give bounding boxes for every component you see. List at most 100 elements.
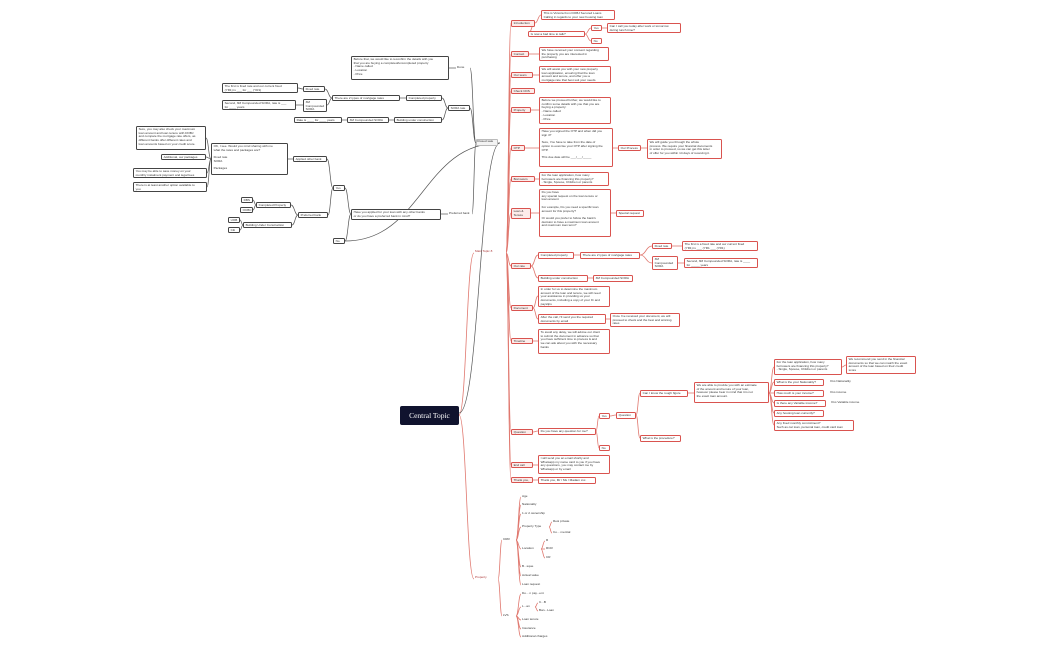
left-applied-other[interactable]: Applied other bank <box>293 156 327 162</box>
question-node[interactable]: Question <box>511 429 533 435</box>
q-recommend: We recommend you send in the financial d… <box>846 356 916 374</box>
q-borrowers: For the loan application, how many borro… <box>774 359 842 375</box>
left-additional: Additional, our packages <box>161 154 206 160</box>
our-rate-node[interactable]: Our rate <box>511 263 531 269</box>
check-cds-node[interactable]: Check CDS <box>511 88 535 94</box>
sora-node[interactable]: 3M Compounded SORA <box>652 256 678 270</box>
timeline-node[interactable]: Timeline <box>511 338 533 344</box>
crr-age: Age <box>522 495 528 498</box>
connector <box>326 97 333 106</box>
crr-node[interactable]: CRR <box>503 538 510 541</box>
left-bank-ocbc: OCBC <box>240 207 253 213</box>
crr-location-2: RCR <box>546 547 553 550</box>
lvs-tenure: Loan tenure <box>522 618 539 621</box>
crr-loan-request: Loan request <box>522 583 541 586</box>
central-topic[interactable]: Central Topic <box>400 406 459 425</box>
question-no[interactable]: No <box>599 445 610 451</box>
left-preferred-question: Have you applied for your loan with any … <box>351 209 441 220</box>
our-team-text: We will assist you with your new propert… <box>539 66 611 83</box>
left-sora-node[interactable]: 3M Compounded SORA <box>303 99 327 112</box>
connector <box>841 364 847 368</box>
left-bank-citi: Citi <box>228 227 240 233</box>
two-rate-types: There are 2 types of mortgage rates <box>580 252 640 259</box>
connector <box>441 97 449 109</box>
intro-no[interactable]: No <box>591 38 602 44</box>
left-yes[interactable]: Yes <box>333 185 345 191</box>
document-once: Once I've received your document, we wil… <box>610 313 680 327</box>
connector <box>540 548 546 559</box>
left-applied-ok: OK, I see. Would you mind sharing with m… <box>211 143 288 175</box>
procedure[interactable]: What is the procedure? <box>640 435 681 442</box>
question-sub[interactable]: Question <box>616 412 636 419</box>
connector <box>505 212 512 254</box>
left-buc-2[interactable]: Building Under Construction <box>243 222 292 228</box>
connector <box>505 252 512 342</box>
connector <box>344 187 352 215</box>
crr-private: Resi private <box>553 520 570 523</box>
connector <box>297 87 304 90</box>
connector <box>327 187 334 216</box>
crr-location-3: CR <box>546 556 551 559</box>
document-text: In order for us to determine the maximum… <box>538 286 610 307</box>
contact-node[interactable]: Contact <box>511 51 529 57</box>
borrowers-node[interactable]: Borrowers <box>511 176 535 182</box>
intro-node[interactable]: Introduction <box>511 20 535 27</box>
intro-yes[interactable]: Yes <box>591 25 602 31</box>
fixed-rate-node[interactable]: Fixed rate <box>652 243 672 249</box>
our-process-text: We will guide you through the whole proc… <box>647 139 722 159</box>
left-preferred-bank[interactable]: Preferred bank <box>449 212 470 215</box>
buc-node[interactable]: Building under construction <box>538 275 588 282</box>
our-team-node[interactable]: Our team <box>511 72 533 78</box>
rough-figure[interactable]: Can I know the rough figure <box>640 390 688 397</box>
intro-greeting: This is Victoria from DOBJ Secured Loans… <box>541 10 615 20</box>
connector <box>515 526 522 541</box>
connector <box>534 14 542 24</box>
connector <box>469 107 477 144</box>
left-completed-property-2[interactable]: Completed Property <box>256 202 291 208</box>
left-preferred[interactable]: Preferred bank <box>298 212 328 218</box>
q-variable-answer: Ovs Variable income <box>831 401 860 404</box>
q-nationality-answer: Ovs Nationality <box>830 380 851 383</box>
lvs-node[interactable]: LVS <box>503 614 509 617</box>
left-bank-dbs: DBS <box>241 197 253 203</box>
left-done[interactable]: Done <box>457 66 465 69</box>
connector <box>548 526 553 534</box>
rough-figure-text: We are able to provide you with an estim… <box>694 382 769 403</box>
q-variable: Is there any Variable income? <box>774 400 826 407</box>
otp-question: Have you signed the OTP and when did you… <box>539 128 613 167</box>
connector <box>635 392 641 416</box>
property-text: Before we proceed further, we would like… <box>539 97 611 124</box>
loan-tenure-node[interactable]: Loan & Tenure <box>511 208 531 219</box>
crr-location-1: R <box>546 539 549 542</box>
question-yes[interactable]: Yes <box>599 413 610 419</box>
left-completed-property[interactable]: Completed property <box>406 95 442 101</box>
our-process-node[interactable]: Our Process <box>618 145 641 151</box>
crr-landed: Co... mercial <box>553 531 571 534</box>
completed-property[interactable]: Completed property <box>538 252 574 259</box>
property-topic[interactable]: Property <box>475 576 487 579</box>
connector <box>584 33 592 42</box>
special-request[interactable]: Special request <box>616 210 644 217</box>
otp-node[interactable]: OTP <box>511 145 525 151</box>
end-call-node[interactable]: End call <box>511 462 533 468</box>
connector <box>530 265 539 279</box>
contact-text: We have received your consent regarding … <box>539 47 609 61</box>
main-topic-8[interactable]: Main Topic 8 <box>475 250 493 253</box>
property-node[interactable]: Property <box>511 107 531 113</box>
left-sora-rate[interactable]: SORA rate <box>448 105 470 111</box>
connector <box>534 606 539 612</box>
left-buc[interactable]: Building under construction <box>394 117 442 123</box>
connector <box>639 245 653 256</box>
connector <box>497 578 503 617</box>
closed-sale[interactable]: Closed sale <box>476 139 498 146</box>
document-after: After the call, I'll send you the requir… <box>538 314 606 324</box>
connector <box>532 307 539 320</box>
thank-you-text: Thank you, Mr / Ms / Madam xxx. <box>538 477 596 484</box>
q-income: How much is your income? <box>774 390 824 397</box>
document-node[interactable]: Document <box>511 305 533 311</box>
thank-you-node: Thank you, Mr / Ms / Madam xxx. <box>511 477 533 483</box>
left-no[interactable]: No <box>333 238 345 244</box>
left-fixed-rate[interactable]: Fixed rate <box>303 86 325 92</box>
connector <box>505 252 512 481</box>
